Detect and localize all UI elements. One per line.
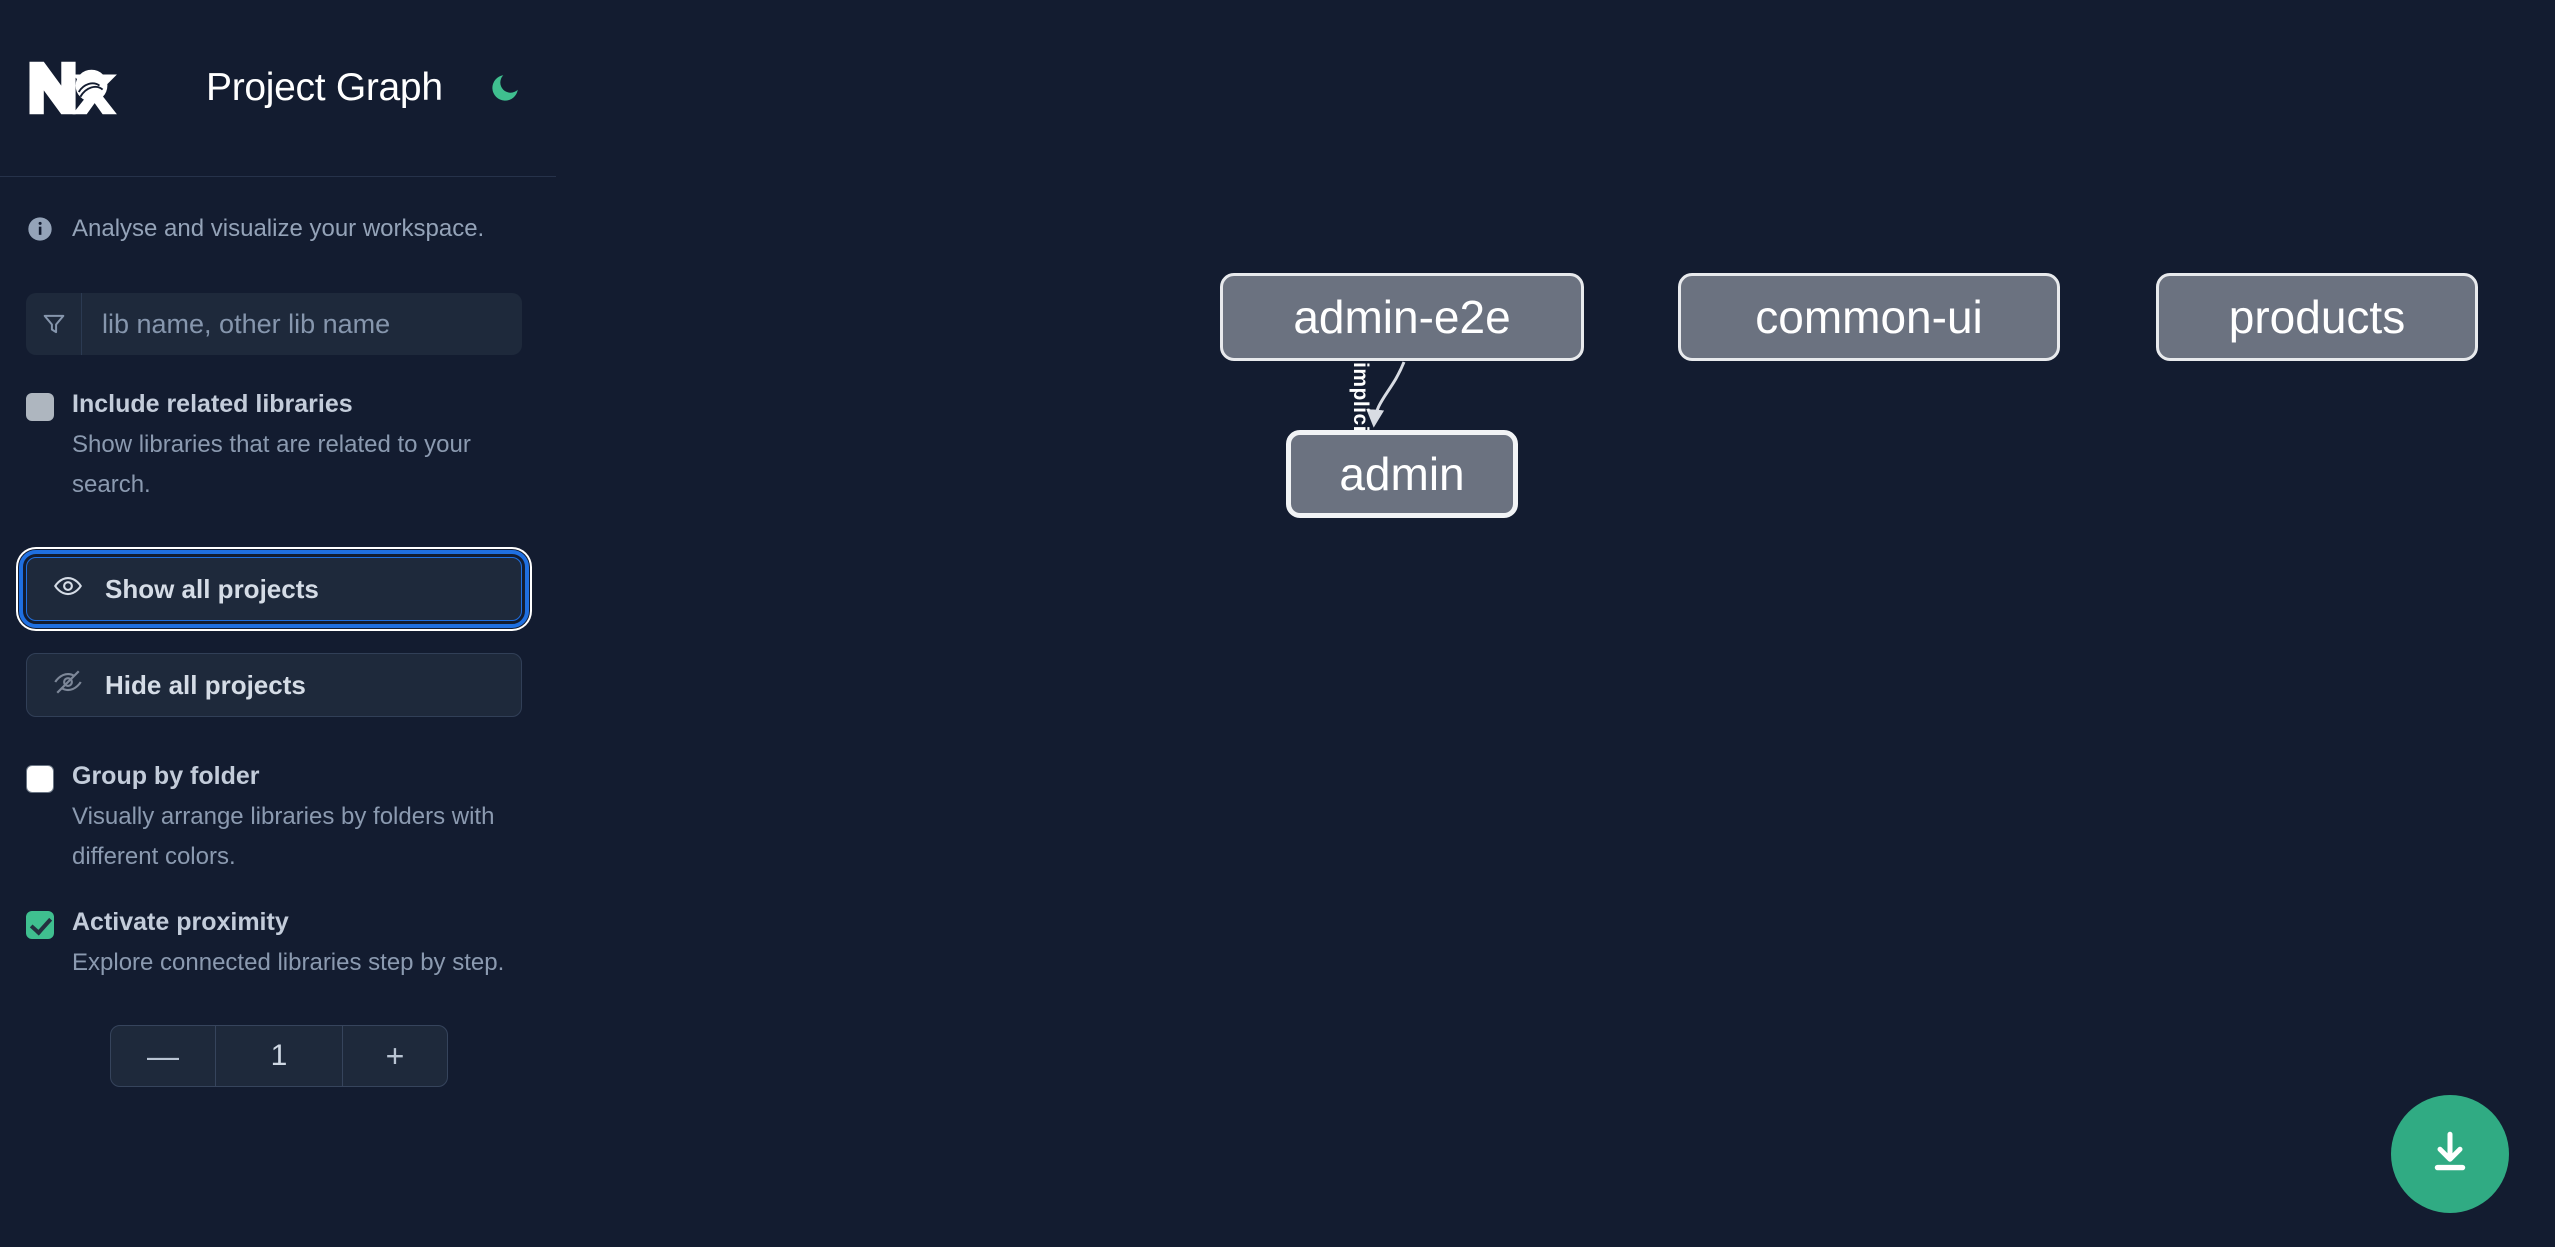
- option-description: Show libraries that are related to your …: [72, 431, 471, 498]
- graph-node-admin-e2e[interactable]: admin-e2e: [1220, 273, 1584, 361]
- search-input[interactable]: [82, 293, 522, 355]
- option-title: Activate proximity: [72, 908, 289, 936]
- info-icon: [26, 215, 54, 243]
- show-all-projects-label: Show all projects: [105, 573, 319, 604]
- stepper-decrement-button[interactable]: —: [111, 1026, 215, 1086]
- option-title: Include related libraries: [72, 390, 353, 418]
- filter-icon: [26, 293, 82, 355]
- tagline: Analyse and visualize your workspace.: [0, 177, 556, 243]
- moon-icon[interactable]: [485, 68, 525, 108]
- eye-off-icon: [53, 667, 83, 704]
- activate-proximity-checkbox[interactable]: [26, 907, 72, 983]
- checkbox-glyph: [26, 765, 54, 793]
- graph-edges: [1366, 361, 1406, 428]
- graph-node-common-ui[interactable]: common-ui: [1678, 273, 2060, 361]
- graph-canvas[interactable]: implicit implicit admin-e2e common-ui pr…: [556, 0, 2555, 1247]
- option-group-by-folder[interactable]: Group by folder Visually arrange librari…: [0, 761, 556, 877]
- stepper-increment-button[interactable]: +: [343, 1026, 447, 1086]
- hide-all-projects-button[interactable]: Hide all projects: [26, 653, 522, 717]
- page-title: Project Graph: [206, 66, 443, 109]
- search-field[interactable]: [26, 293, 522, 355]
- option-description: Explore connected libraries step by step…: [72, 949, 505, 976]
- node-label: common-ui: [1755, 291, 1983, 343]
- node-label: products: [2228, 291, 2406, 343]
- download-icon: [2425, 1128, 2475, 1181]
- include-related-libraries-checkbox[interactable]: [26, 389, 72, 505]
- nx-logo: [26, 57, 122, 119]
- show-all-projects-button[interactable]: Show all projects: [19, 550, 529, 628]
- stepper-value: 1: [215, 1026, 343, 1086]
- sidebar-header: Project Graph: [0, 0, 556, 177]
- node-label: admin: [1339, 448, 1465, 500]
- proximity-stepper[interactable]: — 1 +: [110, 1025, 448, 1087]
- checkbox-glyph: [26, 911, 54, 939]
- hide-all-projects-label: Hide all projects: [105, 669, 306, 700]
- node-label: admin-e2e: [1293, 291, 1511, 343]
- graph-node-admin[interactable]: admin: [1286, 430, 1518, 518]
- option-include-related-libraries[interactable]: Include related libraries Show libraries…: [0, 389, 556, 505]
- eye-icon: [53, 571, 83, 608]
- option-activate-proximity[interactable]: Activate proximity Explore connected lib…: [0, 907, 556, 983]
- download-button[interactable]: [2391, 1095, 2509, 1213]
- group-by-folder-checkbox[interactable]: [26, 761, 72, 877]
- checkbox-glyph: [26, 393, 54, 421]
- option-description: Visually arrange libraries by folders wi…: [72, 803, 495, 870]
- option-title: Group by folder: [72, 762, 260, 790]
- edge-label-admin: implicit: [1349, 362, 1372, 440]
- tagline-text: Analyse and visualize your workspace.: [72, 215, 485, 242]
- sidebar: Project Graph Analyse and visualize your…: [0, 0, 556, 1247]
- visibility-buttons: Show all projects Hide all projects: [0, 550, 556, 717]
- graph-node-products[interactable]: products: [2156, 273, 2478, 361]
